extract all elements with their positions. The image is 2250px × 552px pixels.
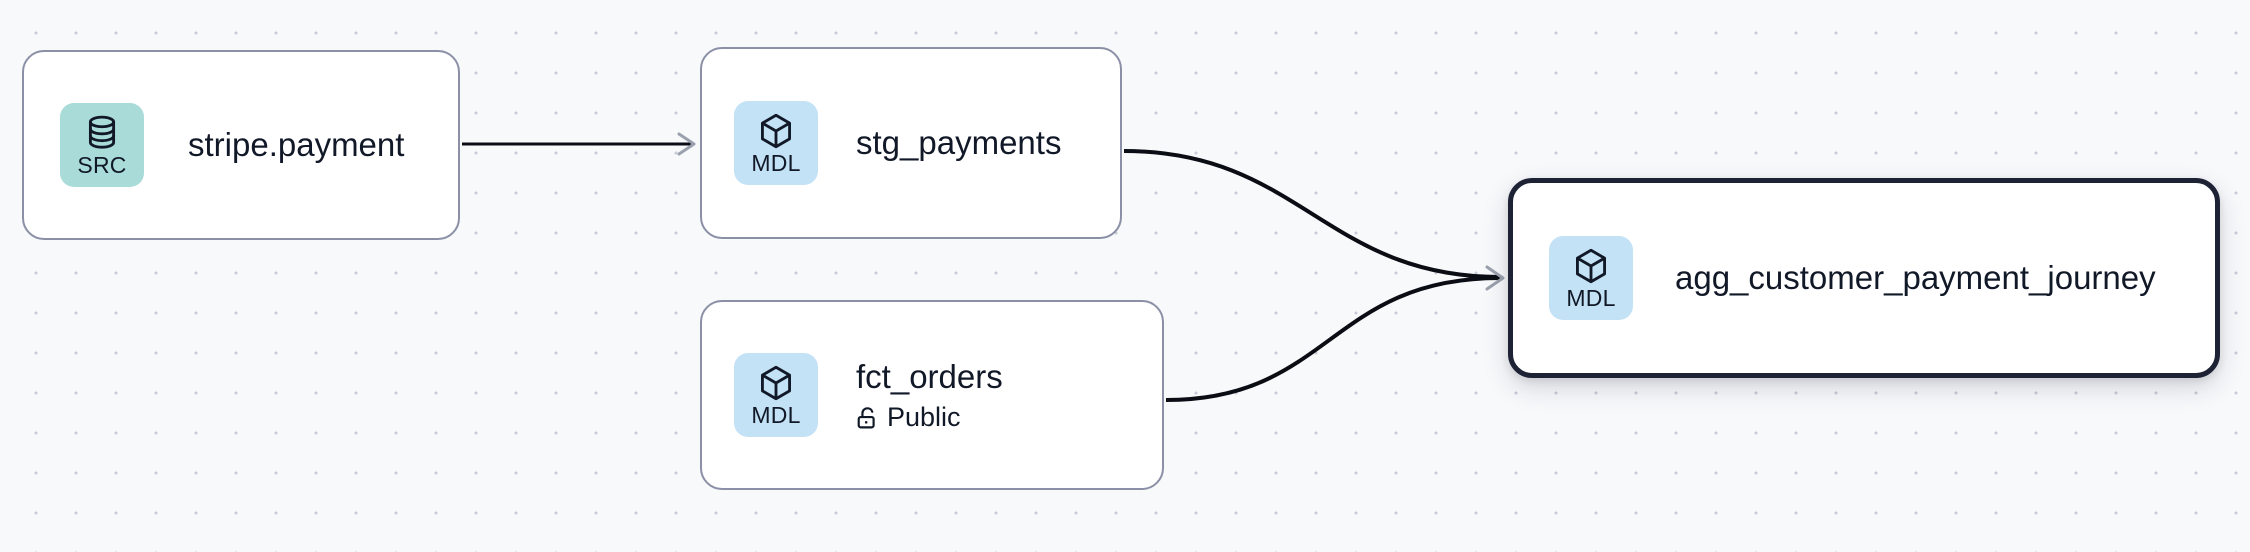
cube-icon bbox=[758, 112, 794, 150]
node-type-badge-label: MDL bbox=[751, 401, 801, 428]
node-type-badge-mdl: MDL bbox=[734, 101, 818, 185]
node-body: fct_orders Public bbox=[856, 357, 1003, 431]
node-body: agg_customer_payment_journey bbox=[1675, 258, 2156, 296]
node-type-badge-mdl: MDL bbox=[734, 353, 818, 437]
node-title: agg_customer_payment_journey bbox=[1675, 258, 2156, 296]
node-fct-orders[interactable]: MDL fct_orders Public bbox=[700, 300, 1164, 490]
node-title: stg_payments bbox=[856, 123, 1062, 161]
node-visibility: Public bbox=[856, 404, 1003, 431]
edge-stg-payments-to-agg bbox=[1123, 149, 1501, 279]
node-type-badge-label: SRC bbox=[77, 151, 127, 178]
edge-stripe-payment-to-stg-payments bbox=[462, 132, 696, 156]
node-title: fct_orders bbox=[856, 357, 1003, 395]
unlock-icon bbox=[856, 406, 878, 430]
arrowhead-icon bbox=[677, 132, 696, 156]
node-agg-customer-payment-journey[interactable]: MDL agg_customer_payment_journey bbox=[1508, 178, 2220, 378]
edge-fct-orders-to-agg bbox=[1165, 276, 1501, 402]
database-icon bbox=[85, 114, 119, 152]
node-visibility-label: Public bbox=[887, 402, 961, 433]
cube-icon bbox=[1573, 247, 1609, 285]
node-body: stg_payments bbox=[856, 123, 1062, 161]
node-title: stripe.payment bbox=[188, 125, 405, 163]
arrowhead-agg-input bbox=[1485, 265, 1505, 291]
node-stripe-payment[interactable]: SRC stripe.payment bbox=[22, 50, 460, 240]
cube-icon bbox=[758, 364, 794, 402]
node-type-badge-mdl: MDL bbox=[1549, 236, 1633, 320]
node-type-badge-label: MDL bbox=[1566, 284, 1616, 311]
node-body: stripe.payment bbox=[188, 125, 405, 163]
node-stg-payments[interactable]: MDL stg_payments bbox=[700, 47, 1122, 239]
node-type-badge-src: SRC bbox=[60, 103, 144, 187]
node-type-badge-label: MDL bbox=[751, 149, 801, 176]
